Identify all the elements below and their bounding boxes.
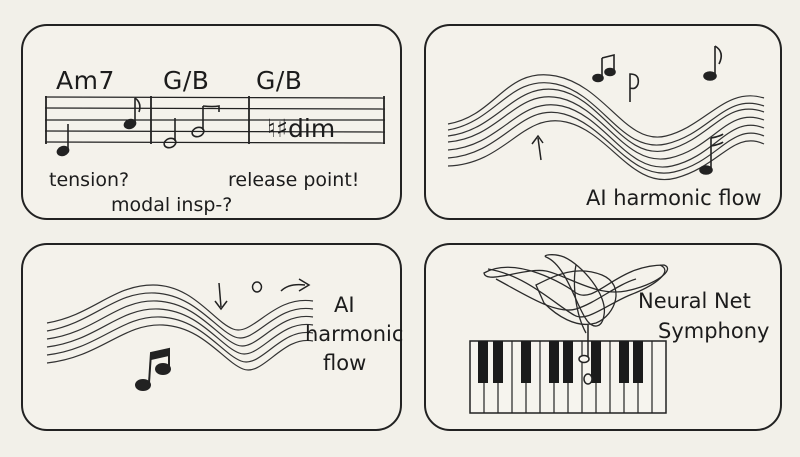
loop (535, 270, 617, 326)
wave-line (447, 104, 765, 168)
arrow-right-icon (280, 278, 311, 292)
music-note-icon (629, 73, 640, 102)
wave-line (447, 96, 765, 160)
wave-line (447, 120, 765, 181)
diminished-chord-symbol: ♮♯dim (267, 114, 336, 143)
loop (495, 278, 637, 311)
wave-line (447, 88, 765, 153)
wave-line (46, 324, 314, 371)
staff-line (44, 96, 386, 99)
annotation-release: release point! (228, 169, 360, 191)
chord-label: Am7 (56, 66, 115, 95)
piano-keyboard (469, 340, 667, 414)
flow-label-line: flow (323, 351, 367, 375)
panel-ai-harmonic-flow: AI harmonic flow (424, 24, 782, 220)
chord-label: G/B (163, 66, 210, 95)
chord-label: G/B (256, 66, 303, 95)
flow-label-line: harmonic (305, 322, 404, 346)
staff-line (44, 107, 386, 110)
music-note-icon (699, 133, 724, 175)
whole-note-icon (251, 281, 263, 293)
music-note (123, 97, 141, 130)
panel-neural-net-symphony: Neural Net Symphony (424, 243, 782, 431)
music-note-icon (578, 325, 593, 385)
bar-lines (45, 96, 385, 144)
wave-drawing (46, 278, 314, 391)
arrow-down-icon (214, 282, 228, 311)
music-note-icon (592, 53, 616, 83)
symphony-label-line: Symphony (658, 319, 770, 343)
neural-loops (483, 254, 669, 334)
panel-chord-sketch: Am7 G/B G/B ♮♯dim tension? modal insp-? … (21, 24, 402, 220)
wave-line (447, 74, 765, 138)
wave-lines (46, 284, 314, 371)
music-note (163, 118, 177, 149)
wave-line (447, 82, 765, 146)
wave-line (46, 284, 314, 331)
symphony-label-line: Neural Net (638, 289, 751, 313)
panel-ai-harmonic-flow-small: AI harmonic flow (21, 243, 404, 431)
flow-label: AI harmonic flow (586, 186, 762, 210)
black-keys (478, 341, 643, 383)
annotation-modal: modal insp-? (111, 194, 233, 216)
staff-line (44, 130, 386, 133)
loop (487, 264, 666, 318)
wave-lines (447, 74, 765, 181)
wave-line (46, 292, 314, 339)
loop (573, 264, 587, 334)
wave-line (46, 316, 314, 363)
music-note-icon (703, 45, 723, 81)
annotation-tension: tension? (49, 169, 130, 191)
staff-drawing (44, 96, 386, 157)
wave-line (447, 111, 765, 174)
wave-line (46, 308, 314, 355)
eighth-notes-icon (135, 347, 171, 391)
wave-drawing (447, 45, 765, 181)
music-note (56, 124, 70, 157)
arrow-up-icon (531, 134, 544, 161)
wave-line (46, 300, 314, 347)
flow-label-line: AI (334, 293, 355, 317)
staff-line (44, 141, 386, 144)
staff-lines (44, 96, 386, 144)
loop (483, 264, 669, 296)
music-note (191, 105, 220, 138)
piano-drawing (469, 254, 669, 414)
